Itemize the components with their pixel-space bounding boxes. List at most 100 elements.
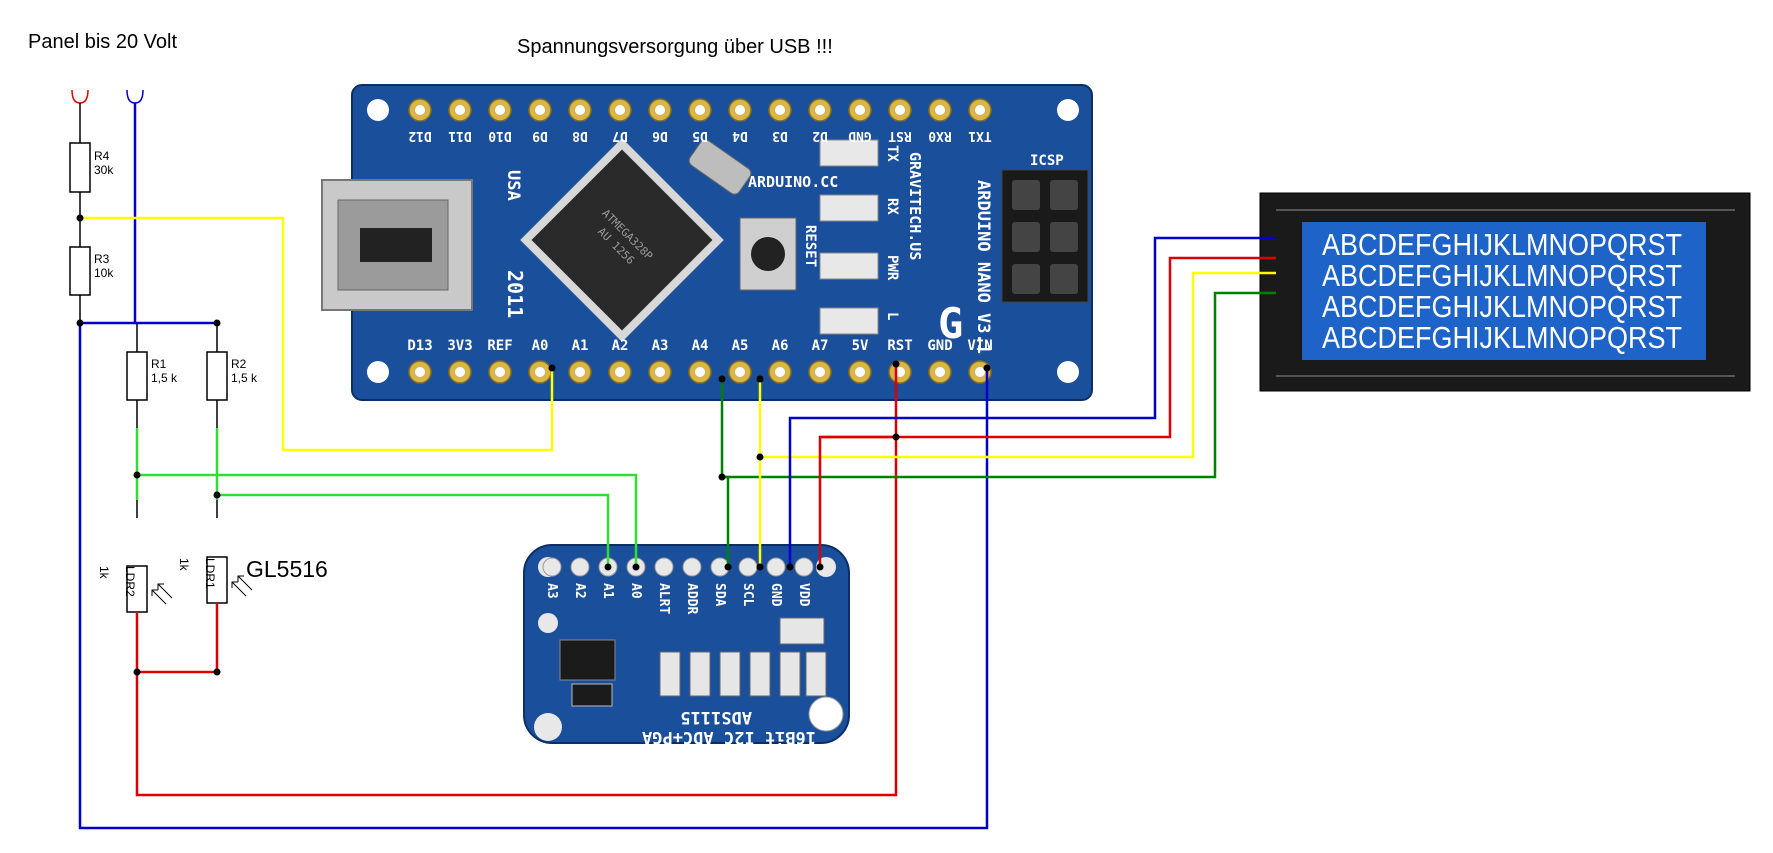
- ldr2-name: LDR2: [123, 566, 137, 597]
- top-pin-hole: [495, 105, 505, 115]
- top-pin-hole: [895, 105, 905, 115]
- mount-hole: [1057, 99, 1079, 121]
- resistor-r2: [206, 351, 228, 401]
- ldr2-light-arrows-icon: [151, 583, 173, 605]
- bottom-pin-label: RST: [887, 338, 912, 354]
- junctions: [76, 214, 991, 676]
- bottom-pin-label: A5: [732, 338, 749, 354]
- top-pin-hole: [655, 105, 665, 115]
- led-l: [819, 307, 879, 335]
- top-pin-label: D3: [772, 128, 788, 143]
- wire-red-ldr-bottom: [135, 603, 219, 674]
- top-pin-label: D5: [692, 128, 708, 143]
- adc-pin-pad: [570, 557, 590, 577]
- ldr1-light-arrows-icon: [231, 575, 253, 597]
- led-pwr: [819, 252, 879, 280]
- adc-pin-label: A1: [600, 583, 615, 599]
- top-pin-label: D6: [652, 128, 668, 143]
- led-label-tx: TX: [884, 145, 900, 162]
- resistor-r1: [126, 351, 148, 401]
- mount-hole: [538, 613, 558, 633]
- adc-pin-label: ALRT: [656, 583, 671, 614]
- adc-label-chip: ADS1115: [680, 707, 752, 727]
- adc-pin-label: GND: [768, 583, 783, 607]
- panel-caption: Panel bis 20 Volt: [28, 31, 177, 53]
- wire-red-5v-loop: [135, 364, 898, 797]
- bottom-pin-hole: [895, 367, 905, 377]
- panel-minus-terminal: [126, 89, 144, 104]
- ldr-type-caption: GL5516: [246, 556, 328, 582]
- top-pin-label: D2: [812, 128, 828, 143]
- top-pin-label: D7: [612, 128, 628, 143]
- top-pin-hole: [615, 105, 625, 115]
- adc-pin-label: A2: [572, 583, 587, 599]
- wires: [78, 103, 1276, 830]
- mount-hole: [534, 713, 562, 741]
- smd-resistors: [659, 651, 827, 697]
- resistor-r4: [69, 142, 91, 193]
- bottom-pin-label: A1: [572, 338, 589, 354]
- wire-yellow-scl-lcd: [760, 271, 1276, 459]
- led-label-l: L: [884, 312, 900, 320]
- bottom-pin-label: A3: [652, 338, 669, 354]
- led-label-rx: RX: [884, 198, 900, 215]
- lcd-line-4: ABCDEFGHIJKLMNOPQRST: [1322, 320, 1682, 355]
- top-pin-label: D9: [532, 128, 548, 143]
- r3-name: R3: [94, 252, 110, 266]
- reset-label: RESET: [802, 225, 818, 267]
- divider-network: [79, 103, 218, 610]
- adc-pin-label: SDA: [712, 583, 727, 607]
- adc-pin-pad: [654, 557, 674, 577]
- bottom-pin-hole: [935, 367, 945, 377]
- wire-green-to-a0: [217, 493, 610, 567]
- led-rx: [819, 194, 879, 222]
- lcd-line-2: ABCDEFGHIJKLMNOPQRST: [1322, 258, 1682, 293]
- year-label: 2011: [503, 270, 527, 318]
- top-pin-hole: [855, 105, 865, 115]
- bottom-pin-hole: [575, 367, 585, 377]
- top-pin-label: D11: [448, 128, 472, 143]
- icsp-label: ICSP: [1030, 153, 1064, 169]
- bottom-pin-hole: [455, 367, 465, 377]
- adc-pin-pad: [682, 557, 702, 577]
- bottom-pin-label: A0: [532, 338, 549, 354]
- wire-green-to-a1: [137, 473, 638, 567]
- lcd-module: ABCDEFGHIJKLMNOPQRST ABCDEFGHIJKLMNOPQRS…: [1259, 192, 1751, 392]
- bottom-pin-label: 3V3: [447, 338, 472, 354]
- bottom-pin-label: GND: [927, 338, 952, 354]
- top-pin-hole: [575, 105, 585, 115]
- bottom-pin-label: REF: [487, 338, 512, 354]
- bottom-pin-hole: [855, 367, 865, 377]
- adc-pin-label: ADDR: [684, 583, 699, 614]
- usb-caption: Spannungsversorgung über USB !!!: [517, 36, 833, 58]
- adc-pin-label: A0: [628, 583, 643, 599]
- wire-yellow-a0: [80, 216, 554, 452]
- r2-value: 1,5 k: [231, 371, 258, 385]
- resistor-r3: [69, 246, 91, 296]
- mount-hole: [1057, 361, 1079, 383]
- smd-part: [571, 683, 613, 707]
- bottom-pin-label: A7: [812, 338, 829, 354]
- r1-value: 1,5 k: [151, 371, 178, 385]
- wire-green-sda-lcd: [722, 291, 1276, 479]
- model-label: ARDUINO NANO V3.1: [973, 180, 993, 354]
- adc-pin-pad: [738, 557, 758, 577]
- bottom-pin-label: VIN: [967, 338, 992, 354]
- bottom-pin-hole: [655, 367, 665, 377]
- led-label-pwr: PWR: [884, 255, 900, 281]
- panel-plus-terminal: [71, 89, 89, 104]
- bottom-pin-hole: [415, 367, 425, 377]
- crystal: [688, 139, 752, 195]
- arduino-nano-board: ATMEGA328P AU 1256 RESET TX RX PWR L USA…: [321, 84, 1093, 401]
- atmega-chip: ATMEGA328P AU 1256: [520, 138, 724, 342]
- bottom-pin-hole: [535, 367, 545, 377]
- lcd-screen: [1302, 222, 1706, 360]
- bottom-pin-label: A6: [772, 338, 789, 354]
- adc-pin-label: VDD: [796, 583, 811, 607]
- top-pin-hole: [735, 105, 745, 115]
- adc-pin-pad: [542, 557, 562, 577]
- bottom-pin-label: D13: [407, 338, 432, 354]
- usb-port-socket: [360, 228, 432, 262]
- smd-cap: [779, 617, 825, 645]
